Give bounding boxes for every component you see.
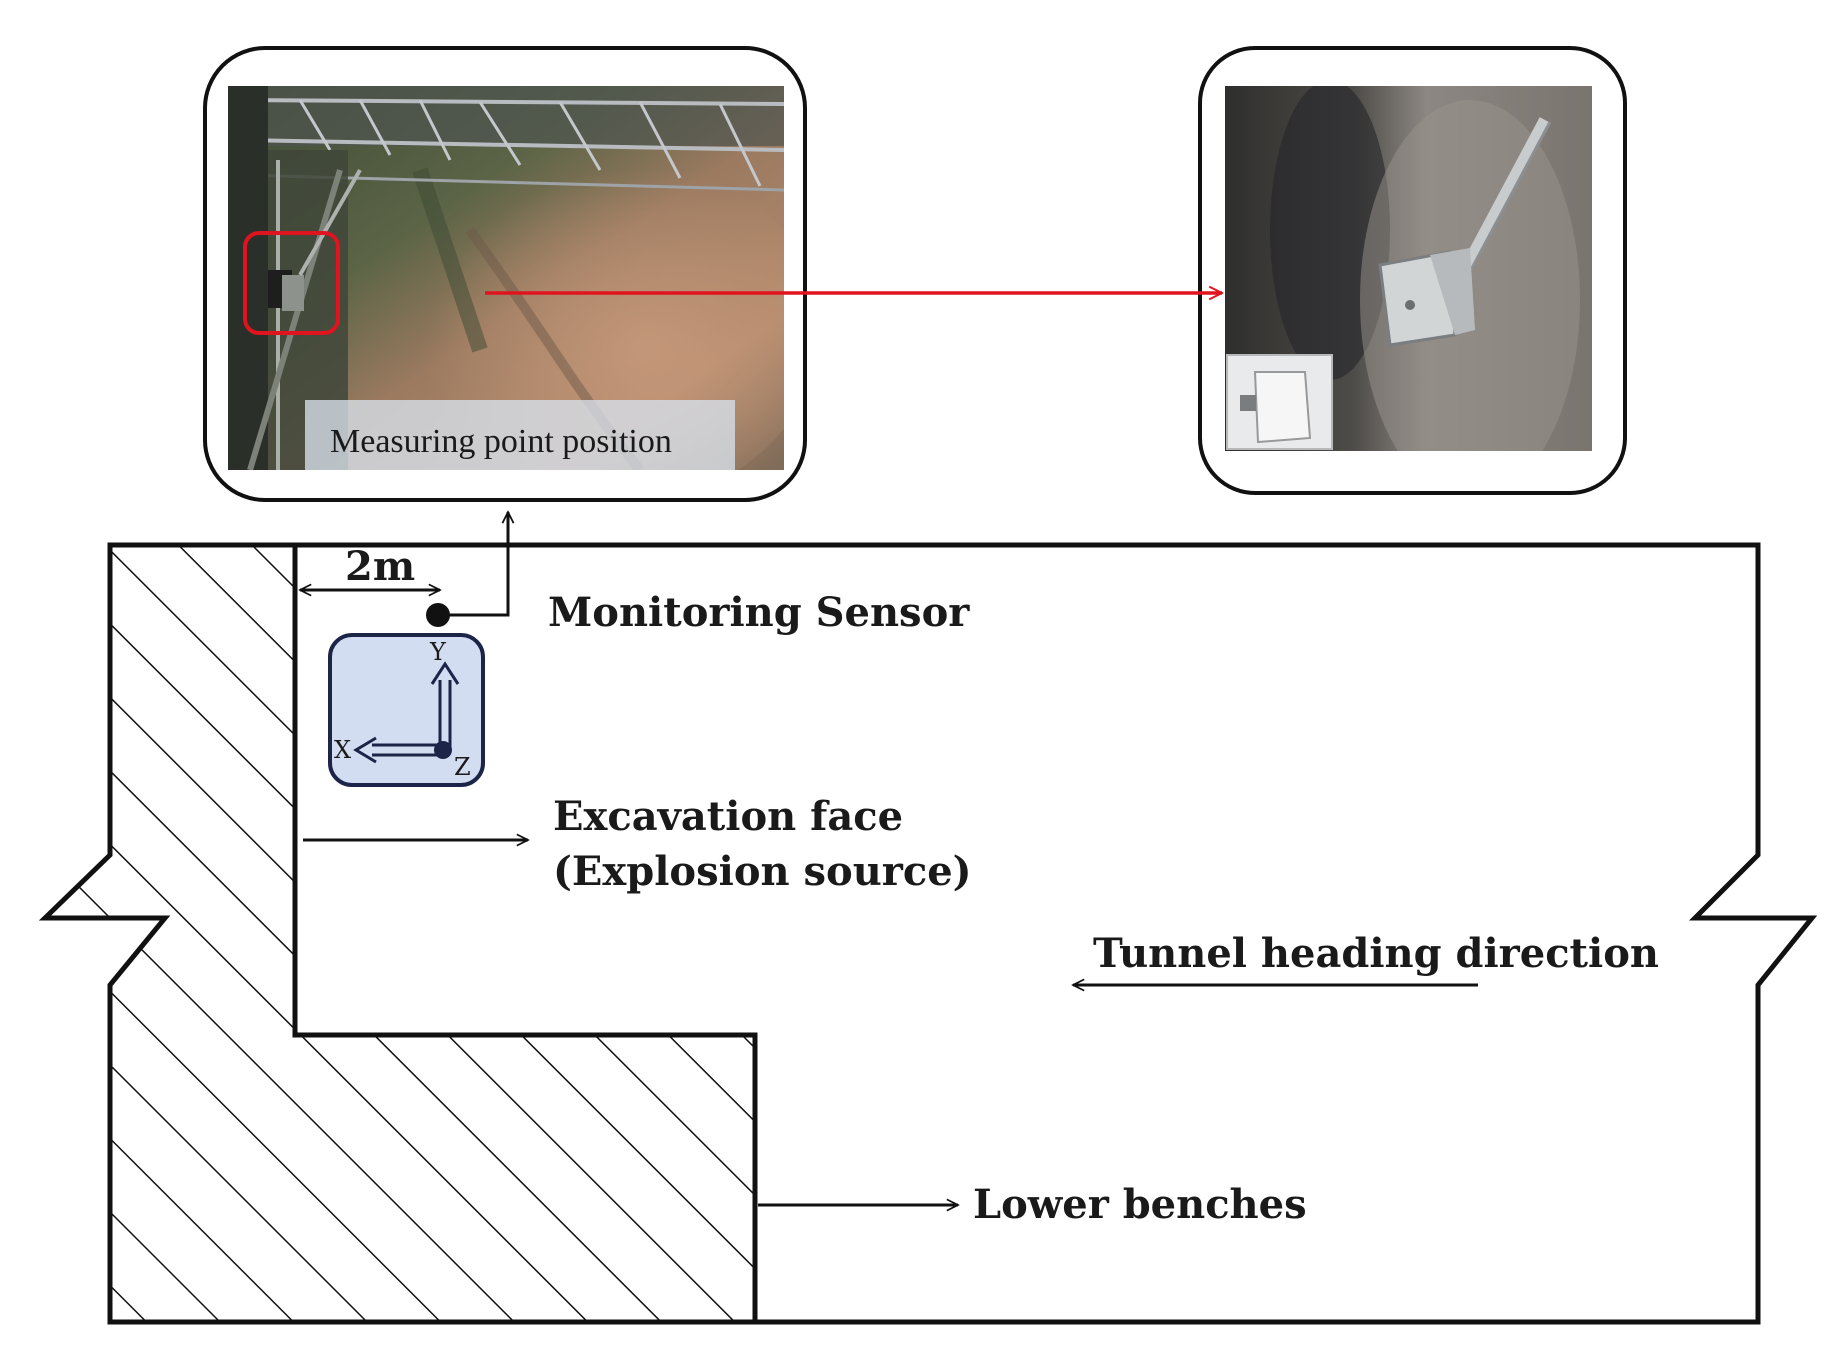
distance-label: 2m (345, 543, 415, 590)
excavation-step-outline (292, 545, 758, 1322)
sensor-axes-icon: Y X Z (328, 633, 485, 787)
axis-y-label: Y (429, 638, 447, 666)
excavation-face-label: Excavation face (553, 793, 903, 840)
sensor-closeup-photo (1225, 86, 1592, 451)
axis-x-label: X (334, 736, 351, 764)
photo-caption: Measuring point position (330, 423, 672, 460)
sensor-to-photo-arrow (438, 512, 508, 617)
photo-panel-measuring-point: Measuring point position (203, 46, 807, 502)
rock-hatched-region (45, 545, 755, 1322)
monitoring-sensor-label: Monitoring Sensor (548, 589, 970, 636)
tunnel-section (38, 542, 1818, 1325)
sensor-highlight-box (243, 231, 340, 335)
axis-z-label: Z (454, 753, 471, 781)
explosion-source-label: (Explosion source) (553, 848, 972, 895)
tunnel-photo (228, 86, 784, 470)
tunnel-heading-label: Tunnel heading direction (1093, 930, 1659, 977)
photo-panel-sensor-closeup (1198, 46, 1627, 495)
lower-benches-label: Lower benches (973, 1181, 1307, 1228)
